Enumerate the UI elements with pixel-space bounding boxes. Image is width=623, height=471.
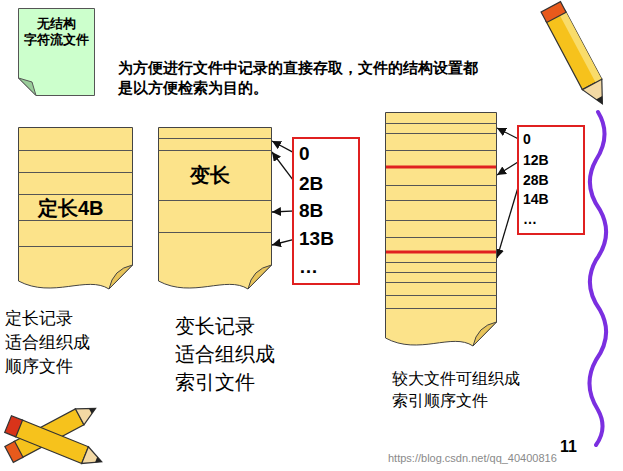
index-table: 0 12B 28B14B … [517, 125, 585, 235]
pointer-arrow [497, 181, 520, 258]
doc-outline [385, 112, 497, 352]
index-table: 0 2B 8B 13B … [292, 137, 360, 285]
watermark: https://blog.csdn.net/qq_40400816 [388, 451, 557, 466]
pencil [541, 2, 612, 109]
index-entry: 12B [523, 152, 549, 170]
index-entry: … [523, 211, 537, 229]
index-entry: 28B [523, 172, 549, 190]
pointer-arrow [497, 128, 520, 140]
index-entry: 13B [299, 227, 334, 251]
caption-note: 定长记录 适合组织成 顺序文件 [5, 307, 117, 378]
heading: 为方便进行文件中记录的直接存取，文件的结构设置都是以方便检索为目的。 [118, 58, 488, 99]
caption-note: 较大文件可组织成 索引顺序文件 [392, 368, 572, 413]
pencil [5, 416, 105, 471]
index-entry: 14B [523, 191, 549, 209]
page-number: 11 [560, 436, 590, 458]
doc-outline [158, 127, 272, 295]
node-label: 无结构 字符流文件 [22, 16, 91, 49]
wavy-line [589, 112, 606, 445]
file-type-note: 无结构 字符流文件 [18, 8, 95, 96]
node-label: 变长 [190, 163, 230, 188]
index-entry: 2B [299, 172, 323, 196]
index-entry: 0 [299, 142, 310, 166]
caption-note: 变长记录 适合组织成 索引文件 [175, 312, 307, 396]
index-entry: … [299, 255, 318, 279]
record-file [385, 112, 497, 352]
record-file: 变长 [158, 127, 272, 295]
record-file: 定长4B [18, 127, 133, 295]
index-entry: 0 [523, 131, 531, 149]
pointer-arrow [497, 161, 520, 175]
node-label: 定长4B [38, 196, 104, 221]
index-entry: 8B [299, 199, 323, 223]
